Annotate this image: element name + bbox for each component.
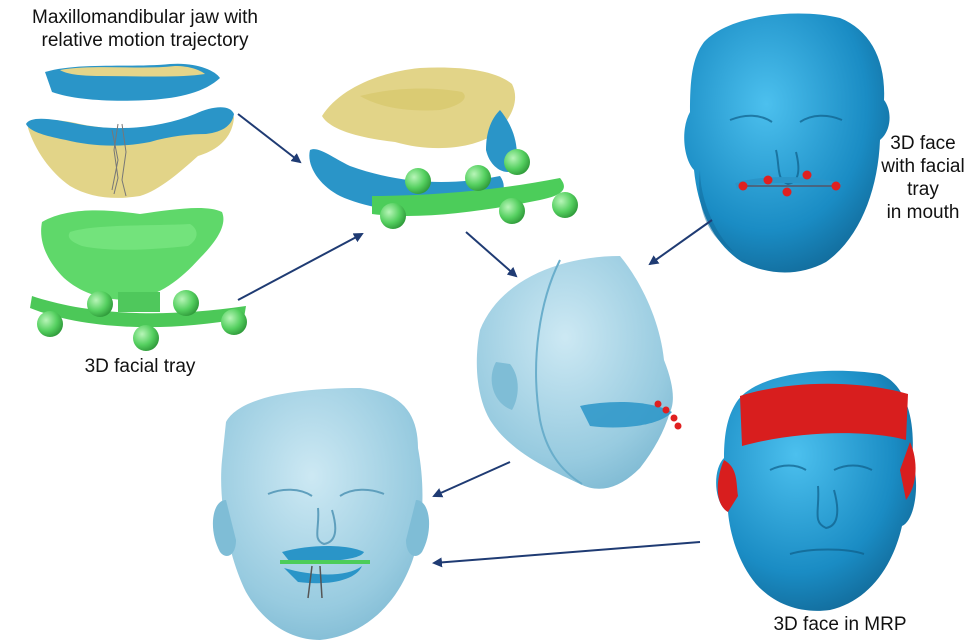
label-face-tray-line3: tray — [870, 178, 976, 201]
face-in-mrp-model — [716, 371, 916, 611]
arrow-tray-to-combined — [238, 234, 362, 300]
label-face-tray-line2: with facial — [870, 155, 976, 178]
label-3d-face-in-mrp: 3D face in MRP — [740, 613, 940, 636]
label-3d-facial-tray: 3D facial tray — [40, 355, 240, 378]
mandible-model — [26, 107, 234, 198]
registered-face-side-view — [477, 256, 682, 489]
arrow-mrp-to-final — [434, 542, 700, 563]
arrow-face-tray-to-side — [650, 220, 712, 264]
label-maxillomandibular-line1: Maxillomandibular jaw with — [0, 6, 290, 29]
face-with-tray-model — [684, 13, 889, 272]
label-face-tray-line4: in mouth — [870, 201, 976, 224]
label-maxillomandibular-jaw: Maxillomandibular jaw with relative moti… — [0, 6, 290, 52]
facial-tray-assembly-left — [30, 208, 247, 351]
combined-jaw-tray-model — [309, 68, 578, 229]
maxilla-model — [45, 64, 220, 101]
arrow-jaw-to-combined — [238, 114, 300, 162]
label-face-tray-line1: 3D face — [870, 132, 976, 155]
label-3d-face-with-tray: 3D face with facial tray in mouth — [870, 132, 976, 224]
arrow-combined-to-side — [466, 232, 516, 276]
final-registered-face — [213, 388, 429, 640]
label-maxillomandibular-line2: relative motion trajectory — [0, 29, 290, 52]
arrow-side-to-final — [434, 462, 510, 496]
